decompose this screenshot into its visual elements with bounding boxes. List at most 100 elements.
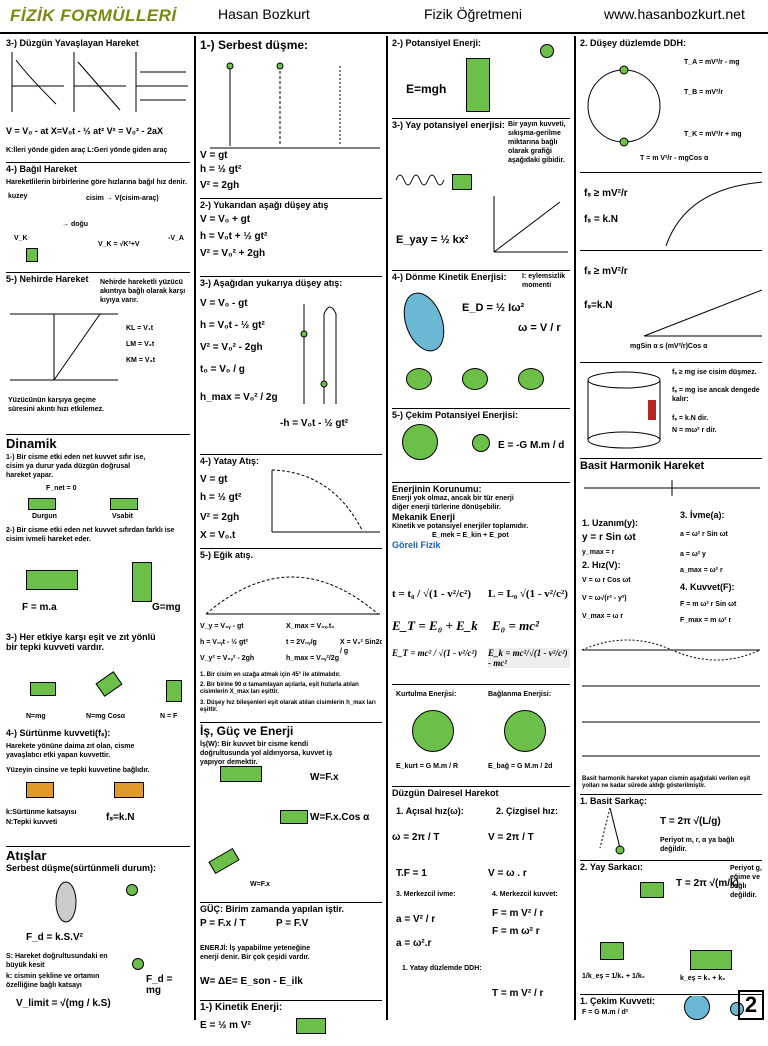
section-text: Enerji yok olmaz, ancak bir tür enerji d… [392,495,514,511]
formula: T = m V²/r - mgCos α [640,155,709,162]
vertical-circle-icon [587,65,661,147]
friction-formula: fₛ=k.N [106,812,135,823]
orange-block-icon [26,782,54,798]
angular-speed-title: 1. Açısal hız(ω): [396,806,464,816]
section-escape-energy: Kurtulma Enerjisi: Bağlanma Enerjisi: E_… [392,686,570,787]
formula: a = ω².r [396,938,432,949]
formula: X_max = V₀ₓ.t₀ [286,623,335,630]
section-title: Düzgün Dairesel Harekot [392,788,499,798]
ball-icon [126,884,138,896]
formula: V = 2π / T [488,832,534,843]
rotating-disk-icon [403,292,445,352]
curve-road-icon [665,181,762,247]
friction-title: 4-) Sürtünme kuvveti(fₛ): [6,728,111,738]
motion-graphs-icon [11,52,188,112]
green-block-icon [280,810,308,824]
formula: h_max = V₀² / 2g [200,392,278,403]
ball-icon [540,44,554,58]
formula: LM = V₂t [126,341,155,348]
disp-title: 1. Uzanım(y): [582,518,639,528]
brand-title: FİZİK FORMÜLLERİ [10,6,177,25]
column-2: 1-) Serbest düşme: V = gt h = ½ gt² V² =… [196,36,388,1034]
mech-title: Mekanik Enerji [392,512,456,522]
planet-icon [402,424,438,460]
section-spring-energy: 3-) Yay potansiyel enerjisi: Bir yayın k… [392,120,570,271]
formula: W=F.x [250,881,271,888]
incline-icon [643,289,762,337]
formula: E = -G M.m / d [498,440,565,451]
section-simple-pendulum: 1. Basit Sarkaç: T = 2π √(L/g) Periyot m… [580,796,762,861]
free-fall-diagram-icon [210,62,380,149]
north-label: kuzey [8,193,28,200]
section-title: 1. Çekim Kuvveti: [580,996,656,1006]
formula: -h = V₀t - ½ gt² [280,418,349,429]
formula: V = ω√(r² - y²) [582,595,627,602]
section-rotational-energy: 4-) Dönme Kinetik Enerjisi: I: eylemsizl… [392,272,570,409]
formula: k_eş = k₁ + k₂ [680,975,726,982]
section-free-fall: 1-) Serbest düşme: V = gt h = ½ gt² V² =… [200,38,382,199]
text: N = mω² r dir. [672,427,717,434]
note: K:İleri yönde giden araç L:Geri yönde gi… [6,147,168,154]
formula: E_D = ½ Iω² [462,302,525,314]
green-block-icon [166,680,182,702]
formula: t = 2V₀ᵧ/g [286,639,317,646]
formula: t = t₀ / √(1 - v²/c²) [392,588,472,600]
formula: V² = V₀² - 2gh [200,342,263,353]
formula: E_k = mc²/√(1 - v²/c²) - mc² [488,648,570,668]
column-3: 2-) Potansiyel Enerji: E=mgh 3-) Yay pot… [388,36,576,1020]
website-link[interactable]: www.hasanbozkurt.net [604,6,745,22]
va-label: -V_A [168,235,184,242]
note: Basit harmonik hareket yapan cismin aşağ… [582,776,751,789]
escape-title: Kurtulma Enerjisi: [396,691,457,698]
formula: fₛ=k.N [584,300,613,311]
section-title: Basit Harmonik Hareket [580,460,705,472]
formula: F_max = m ω² r [680,617,732,624]
section-title: 2. Düşey düzlemde DDH: [580,38,687,48]
formula: fₛ = k.N [584,214,619,225]
energy-text: ENERJİ: İş yapabilme yeteneğine enerji d… [200,945,311,961]
moon-icon [730,1002,744,1016]
drag-eq: F_d = mg [146,974,173,996]
section-text: İş(W): Bir kuvvet bir cisme kendi doğrul… [200,741,333,766]
section-title: 4-) Bağıl Hareket [6,164,78,174]
section-title: 4-) Yatay Atış: [200,456,260,466]
note: Yüzücünün karşıya geçme süresini akıntı … [8,397,105,413]
section-title: Dinamik [6,436,57,451]
section-upward-throw: 3-) Aşağıdan yukarıya düşey atış: V = V₀… [200,278,382,455]
friction-text-2: Yüzeyin cinsine ve tepki kuvvetine bağlı… [6,767,150,774]
section-title: 5-) Eğik atış. [200,550,254,560]
oblique-throw-diagram-icon [205,576,380,615]
upward-throw-diagram-icon [300,304,337,404]
green-block-icon [26,248,38,262]
planet-icon [504,710,546,752]
drag-formula: F_d = k.S.V² [26,932,83,943]
note: Periyot m, r, α ya bağlı değildir. [660,837,735,853]
normal-3: N = F [160,713,178,720]
formula: T_A = mV²/r - mg [684,59,740,66]
formula: W=F.x.Cos α [310,812,370,823]
terminal-velocity: V_limit = √(mg / k.S) [16,998,111,1009]
section-title: 4-) Dönme Kinetik Enerjisi: [392,272,507,282]
formula: mgSin α ≤ (mV²/r)Cos α [630,343,708,350]
newton-formula: F = m.a [22,602,57,613]
formula: V = V₀ + gt [200,214,251,225]
formula: h = V₀t + ½ gt² [200,231,268,242]
formula: F = G M.m / d² [582,1009,629,1016]
horizontal-ddh-title: 1. Yatay düzlemde DDH: [402,965,482,972]
text: fₛ ≥ mg ise cisim düşmez. [672,369,757,376]
section-shm: Basit Harmonik Hareket 1. Uzanım(y): y =… [580,460,762,795]
section-potential-energy: 2-) Potansiyel Enerji: E=mgh [392,38,570,119]
formula: T = m V² / r [492,988,544,999]
green-block-icon [95,671,123,697]
relative-label: cisim → V(cisim-araç) [86,195,159,202]
formula: V = ω r Cos ωt [582,577,631,584]
formula: X = V₀.t [200,530,236,541]
falling-disk-icon [55,881,77,923]
ball-icon [406,368,432,390]
formula: a_max = ω² r [680,567,723,574]
section-title: Enerjinin Korunumu: [392,484,482,494]
formula: V_max = ω r [582,613,624,620]
formula: P = F.x / T [200,918,246,929]
note: 2. Bir birine 90 α tamamlayan açılarla, … [200,682,359,695]
formula: E_T = E₀ + E_k [392,618,478,633]
